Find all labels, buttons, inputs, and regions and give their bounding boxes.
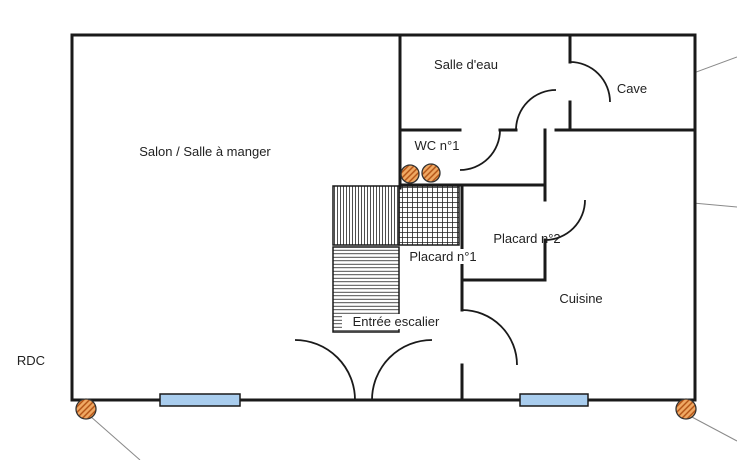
staircase: [332, 185, 460, 333]
room-label-salle-deau: Salle d'eau: [434, 57, 498, 72]
door-arc-cave: [569, 61, 611, 103]
room-label-cave: Cave: [617, 81, 647, 96]
window-marker-right: [519, 393, 589, 407]
stair-landing-placard: [398, 185, 460, 246]
room-label-salon: Salon / Salle à manger: [139, 144, 271, 159]
door-arc-salle-deau: [515, 89, 557, 131]
detector-marker-wc-1: [400, 164, 420, 184]
door-arc-wc: [459, 129, 501, 171]
room-label-cuisine: Cuisine: [559, 291, 602, 306]
room-label-placard2: Placard n°2: [493, 231, 560, 246]
detectors: [75, 163, 697, 420]
room-label-entree: Entrée escalier: [353, 314, 440, 329]
label-backing-entree: [342, 314, 452, 329]
stair-upper-run: [332, 185, 400, 246]
label-backings: [342, 249, 484, 329]
door-arc-cuisine: [461, 309, 518, 366]
doors: [294, 61, 611, 401]
door-arc-entrance-right: [371, 339, 433, 401]
label-backing-placard1: [402, 249, 484, 264]
door-arc-entrance-left: [294, 339, 356, 401]
detector-marker-wc-2: [421, 163, 441, 183]
door-arc-placard2: [544, 199, 586, 241]
room-label-wc: WC n°1: [415, 138, 460, 153]
detector-marker-bottom-left: [75, 398, 97, 420]
window-marker-left: [159, 393, 241, 407]
room-labels: Salon / Salle à manger Salle d'eau Cave …: [17, 57, 647, 368]
windows: [159, 393, 589, 407]
detector-marker-bottom-right: [675, 398, 697, 420]
callout-line-detector-bottom-right: [689, 415, 737, 442]
callout-line-detector-bottom-left: [89, 415, 141, 460]
room-label-placard1: Placard n°1: [409, 249, 476, 264]
floor-label: RDC: [17, 353, 45, 368]
